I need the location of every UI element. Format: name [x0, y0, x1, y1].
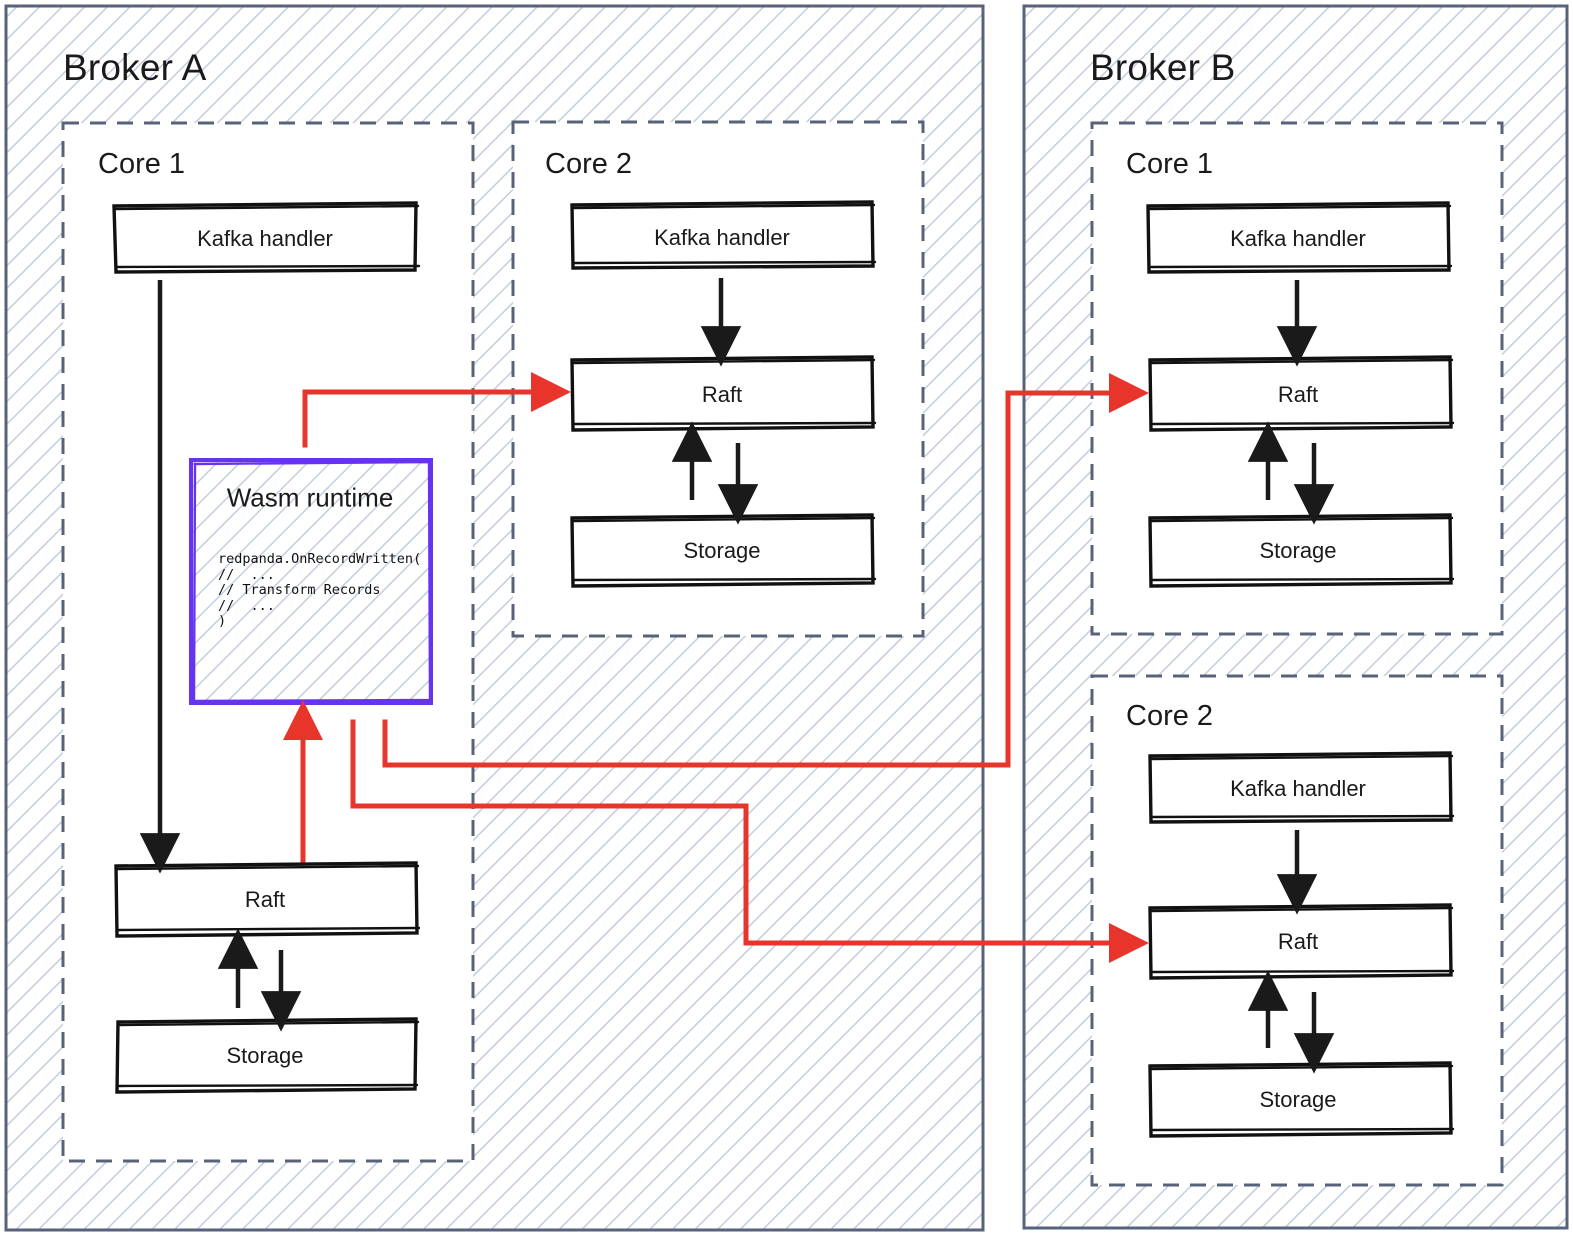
- broker-a-core-1-wasm-runtime-box: [189, 458, 433, 705]
- broker-a-core-1-raft-box: [114, 861, 421, 938]
- red-arrow-a1-wasm-to-b1-raft: [382, 373, 1150, 768]
- red-arrow-a1-wasm-to-b2-raft: [350, 719, 1150, 963]
- broker-a-core-2-raft-box: [570, 355, 877, 432]
- broker-b-core-2-raft-box: [1148, 903, 1455, 980]
- broker-a-core-2-kafka-handler-box: [570, 200, 877, 270]
- broker-a-core-1-wasm-code: redpanda.OnRecordWritten( // ... // Tran…: [218, 551, 422, 629]
- broker-b-core-2-storage-box: [1148, 1061, 1455, 1138]
- broker-b-container: [1022, 4, 1569, 1230]
- broker-b-core-1-raft-box: [1148, 355, 1455, 432]
- broker-b-core-1-storage-box: [1148, 513, 1455, 588]
- broker-a-core-2-storage-box: [570, 513, 877, 588]
- broker-b-core-2-kafka-handler-box: [1148, 751, 1455, 824]
- broker-b-core-1-kafka-handler-box: [1146, 201, 1453, 274]
- broker-a-core-1-storage-box: [115, 1017, 420, 1094]
- red-arrow-a1-wasm-to-a2-raft: [302, 372, 572, 448]
- broker-a-core-1-kafka-handler-box: [112, 201, 421, 274]
